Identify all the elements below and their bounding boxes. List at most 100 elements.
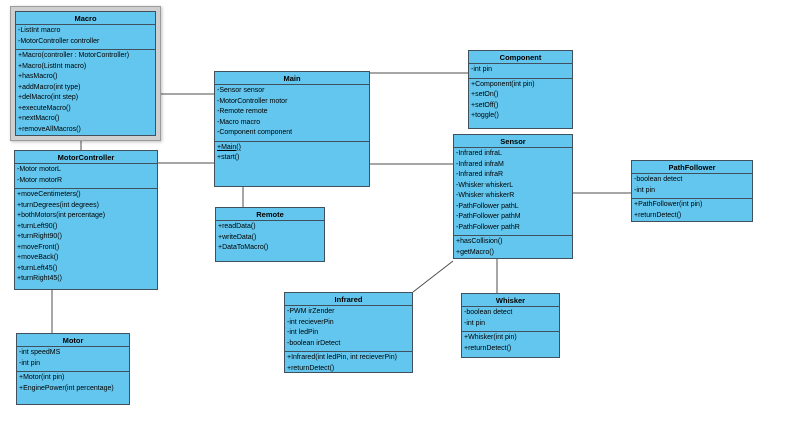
methods-compartment: +Macro(controller : MotorController) +Mac… [16, 49, 155, 135]
class-method: +moveCentimeters() [17, 191, 81, 198]
class-attribute: -Infrared infraR [456, 171, 504, 178]
class-attribute: -MotorController controller [18, 37, 100, 45]
methods-compartment: +hasCollision()+getMacro() [454, 235, 572, 258]
class-method: +hasMacro() [18, 73, 58, 80]
class-method: +addMacro(int type) [18, 83, 81, 91]
class-method: +returnDetect() [464, 344, 512, 352]
class-method: +executeMacro() [18, 104, 71, 112]
class-attribute: -Infrared infraL [456, 150, 502, 157]
class-method: +PathFollower(int pin) [634, 201, 703, 208]
class-title-component: Component [469, 51, 572, 64]
class-method: +Whisker(int pin) [464, 334, 517, 341]
class-method: +moveBack() [17, 254, 59, 261]
methods-compartment: +PathFollower(int pin) +returnDetect() [632, 198, 752, 221]
class-title-pathfollower: PathFollower [632, 161, 752, 174]
class-method: +toggle() [471, 112, 499, 119]
class-method: +turnLeft90() [17, 222, 58, 230]
class-component[interactable]: Component-int pin +Component(int pin) +set… [468, 50, 573, 129]
class-attribute: -int pin [634, 186, 656, 194]
class-whisker[interactable]: Whisker -boolean detect -int pin +Whisker(i… [461, 293, 560, 358]
methods-compartment: +Motor(int pin) +EnginePower(int percenta… [17, 371, 129, 396]
class-method: +setOn() [471, 91, 499, 98]
class-title-sensor: Sensor [454, 135, 572, 148]
class-method: +turnLeft45() [17, 264, 58, 272]
class-method: +turnRight90() [17, 233, 62, 240]
class-attribute: -Macro macro [217, 118, 261, 126]
attributes-compartment: -int pin [469, 64, 572, 78]
class-remote[interactable]: Remote +readData() +writeData() +DataToMacr… [215, 207, 325, 262]
class-attribute: -int speedMS [19, 349, 61, 356]
class-macro[interactable]: Macro -ListInt macro -MotorController cont… [15, 11, 156, 136]
class-method: +Main() [217, 143, 241, 151]
methods-compartment: +Infrared(int ledPin, int recieverPin) +r… [285, 351, 412, 372]
class-attribute: -Motor motorL [17, 166, 61, 173]
class-attribute: -int pin [19, 359, 41, 367]
class-method: +Macro(ListInt macro) [18, 62, 87, 70]
class-method: +writeData() [218, 233, 257, 241]
class-method: +bothMotors(int percentage) [17, 212, 106, 219]
class-attribute: -Whisker whiskerR [456, 192, 515, 199]
class-pathfollower[interactable]: PathFollower -boolean detect -int pin +Path… [631, 160, 753, 222]
class-attribute: -PathFollower pathL [456, 202, 519, 210]
methods-compartment: +Component(int pin) +setOn() +setOff() +tog… [469, 77, 572, 124]
class-attribute: -MotorController motor [217, 97, 288, 105]
class-motorcontroller[interactable]: MotorController-Motor motorL-Motor motor… [14, 150, 158, 290]
class-method: +turnRight45() [17, 275, 62, 282]
class-method: +returnDetect() [287, 364, 335, 372]
attributes-compartment: -int speedMS -int pin [17, 347, 129, 371]
attributes-compartment: -Infrared infraL-Infrared infraM-Infrare… [454, 148, 572, 235]
class-method: +EnginePower(int percentage) [19, 384, 114, 392]
class-main[interactable]: Main -Sensor sensor -MotorController motor… [214, 71, 370, 187]
class-method: +Motor(int pin) [19, 374, 65, 381]
class-method: +turnDegrees(int degrees) [17, 201, 99, 209]
class-attribute: -PathFollower pathR [456, 223, 520, 231]
class-method: +returnDetect() [634, 211, 682, 219]
methods-compartment: +readData() +writeData() +DataToMacro() [216, 221, 324, 256]
attributes-compartment: -Motor motorL -Motor motorR [15, 164, 157, 188]
class-method: +moveFront() [17, 243, 60, 251]
methods-compartment: +Whisker(int pin) +returnDetect() [462, 331, 559, 356]
class-method: +readData() [218, 223, 256, 230]
class-method: +start() [217, 154, 240, 161]
class-title-remote: Remote [216, 208, 324, 221]
class-attribute: -Sensor sensor [217, 87, 265, 94]
attributes-compartment: -Sensor sensor -MotorController motor -Rem… [215, 85, 369, 141]
class-method: +removeAllMacros() [18, 125, 81, 133]
class-method: +Infrared(int ledPin, int recieverPin) [287, 354, 397, 361]
class-attribute: -PWM irZender [287, 308, 335, 315]
class-attribute: -boolean detect [634, 176, 683, 183]
class-motor[interactable]: Motor -int speedMS -int pin +Motor(int pin)… [16, 333, 130, 405]
methods-compartment: +moveCentimeters() +turnDegrees(int degre… [15, 188, 157, 287]
class-infrared[interactable]: Infrared -PWM irZender -int recieverPin -in… [284, 292, 413, 373]
class-method: +Component(int pin) [471, 80, 535, 88]
class-title-main: Main [215, 72, 369, 85]
class-method: +Macro(controller : MotorController) [18, 52, 130, 59]
class-attribute: -int ledPin [287, 329, 319, 336]
class-title-motor: Motor [17, 334, 129, 347]
class-title-infrared: Infrared [285, 293, 412, 306]
class-attribute: -boolean detect [464, 309, 513, 316]
attributes-compartment: -PWM irZender -int recieverPin -int ledPin… [285, 306, 412, 351]
class-sensor[interactable]: Sensor-Infrared infraL-Infrared infraM-I… [453, 134, 573, 259]
class-title-macro: Macro [16, 12, 155, 25]
class-method: +delMacro(int step) [18, 94, 79, 101]
attributes-compartment: -boolean detect -int pin [632, 174, 752, 198]
class-attribute: -PathFollower pathM [456, 213, 521, 220]
class-attribute: -Whisker whiskerL [456, 181, 514, 189]
methods-compartment: +Main() +start() [215, 140, 369, 166]
connector-infrared-sensor[interactable] [412, 260, 454, 293]
class-attribute: -ListInt macro [18, 27, 61, 34]
class-method: +DataToMacro() [218, 244, 269, 251]
class-title-whisker: Whisker [462, 294, 559, 307]
class-method: +setOff() [471, 101, 499, 109]
class-attribute: -int recieverPin [287, 318, 334, 326]
class-attribute: -int pin [464, 319, 486, 327]
class-title-motorcontroller: MotorController [15, 151, 157, 164]
class-method: +nextMacro() [18, 115, 60, 122]
class-attribute: -Remote remote [217, 108, 268, 115]
attributes-compartment: -ListInt macro -MotorController controlle… [16, 25, 155, 49]
class-attribute: -Motor motorR [17, 176, 63, 184]
class-method: +getMacro() [456, 248, 494, 256]
